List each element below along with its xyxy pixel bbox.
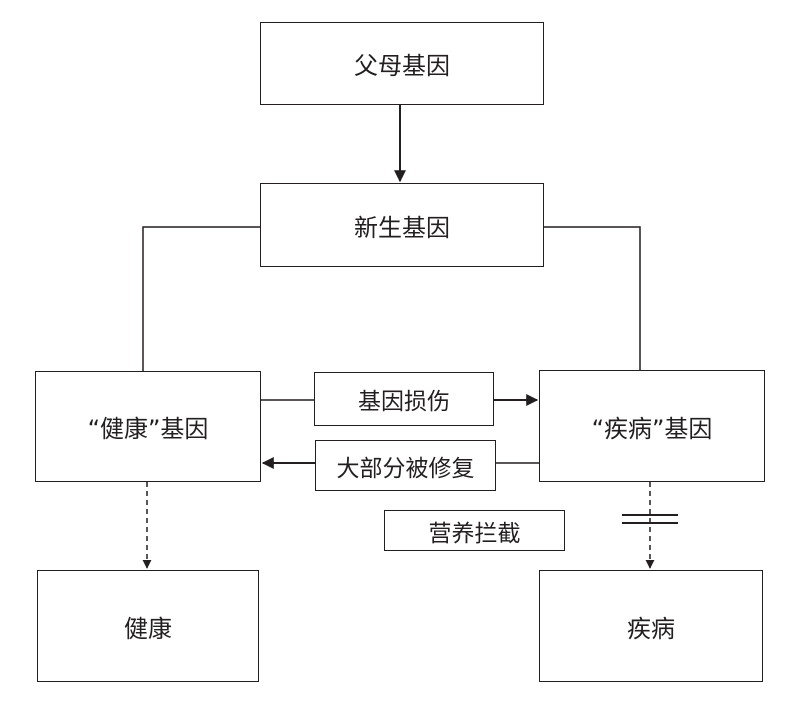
node-label: 新生基因: [354, 213, 450, 242]
node-label: 健康: [124, 614, 172, 643]
label-mostly-repaired: 大部分被修复: [315, 440, 496, 491]
edge-label: 大部分被修复: [336, 455, 475, 482]
branch-left: [142, 226, 260, 371]
node-healthy: 健康: [37, 570, 259, 682]
node-healthy-genes: “健康”基因: [35, 371, 261, 482]
label-gene-damage: 基因损伤: [314, 372, 494, 426]
node-label: 疾病: [627, 614, 675, 643]
node-parent-genes: 父母基因: [260, 22, 544, 105]
branch-right: [544, 226, 641, 370]
node-label: 父母基因: [354, 52, 450, 80]
edge-label: 基因损伤: [358, 389, 450, 415]
node-label: “疾病”基因: [591, 414, 713, 443]
label-nutrition-block: 营养拦截: [384, 510, 565, 551]
node-disease-genes: “疾病”基因: [539, 370, 765, 482]
node-label: “健康”基因: [87, 415, 209, 443]
node-new-genes: 新生基因: [260, 183, 544, 267]
edge-label: 营养拦截: [428, 520, 521, 547]
node-disease: 疾病: [539, 570, 763, 682]
